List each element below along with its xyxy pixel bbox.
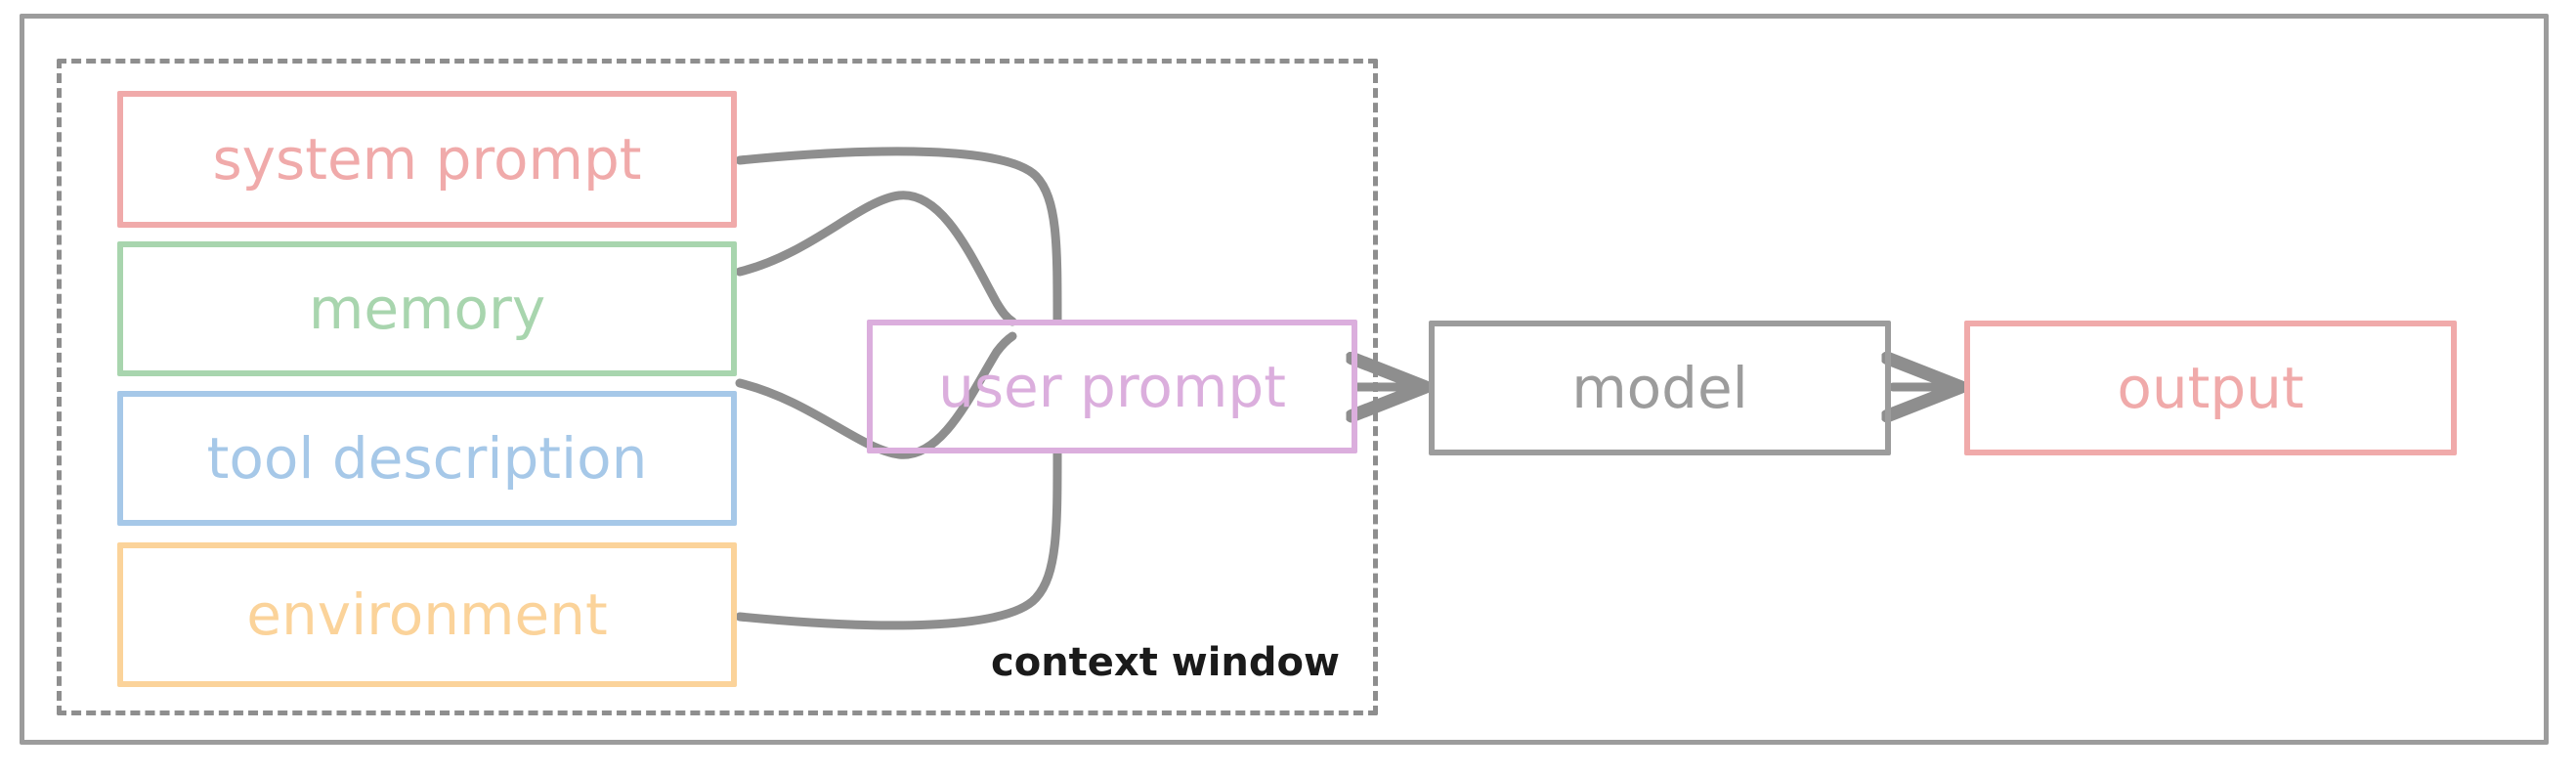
node-memory-label: memory bbox=[308, 276, 546, 342]
node-output-label: output bbox=[2117, 355, 2304, 421]
node-user-prompt-label: user prompt bbox=[938, 353, 1286, 420]
node-tool-description-label: tool description bbox=[206, 425, 648, 492]
node-tool-description[interactable]: tool description bbox=[117, 391, 737, 526]
node-environment-label: environment bbox=[246, 581, 608, 648]
context-window-label: context window bbox=[991, 640, 1340, 685]
node-system-prompt-label: system prompt bbox=[212, 126, 642, 193]
node-output[interactable]: output bbox=[1964, 321, 2457, 455]
node-model[interactable]: model bbox=[1429, 321, 1891, 455]
node-environment[interactable]: environment bbox=[117, 542, 737, 687]
node-user-prompt[interactable]: user prompt bbox=[867, 320, 1357, 453]
node-model-label: model bbox=[1571, 355, 1748, 421]
outer-frame bbox=[20, 14, 2549, 745]
node-memory[interactable]: memory bbox=[117, 241, 737, 376]
node-system-prompt[interactable]: system prompt bbox=[117, 91, 737, 228]
